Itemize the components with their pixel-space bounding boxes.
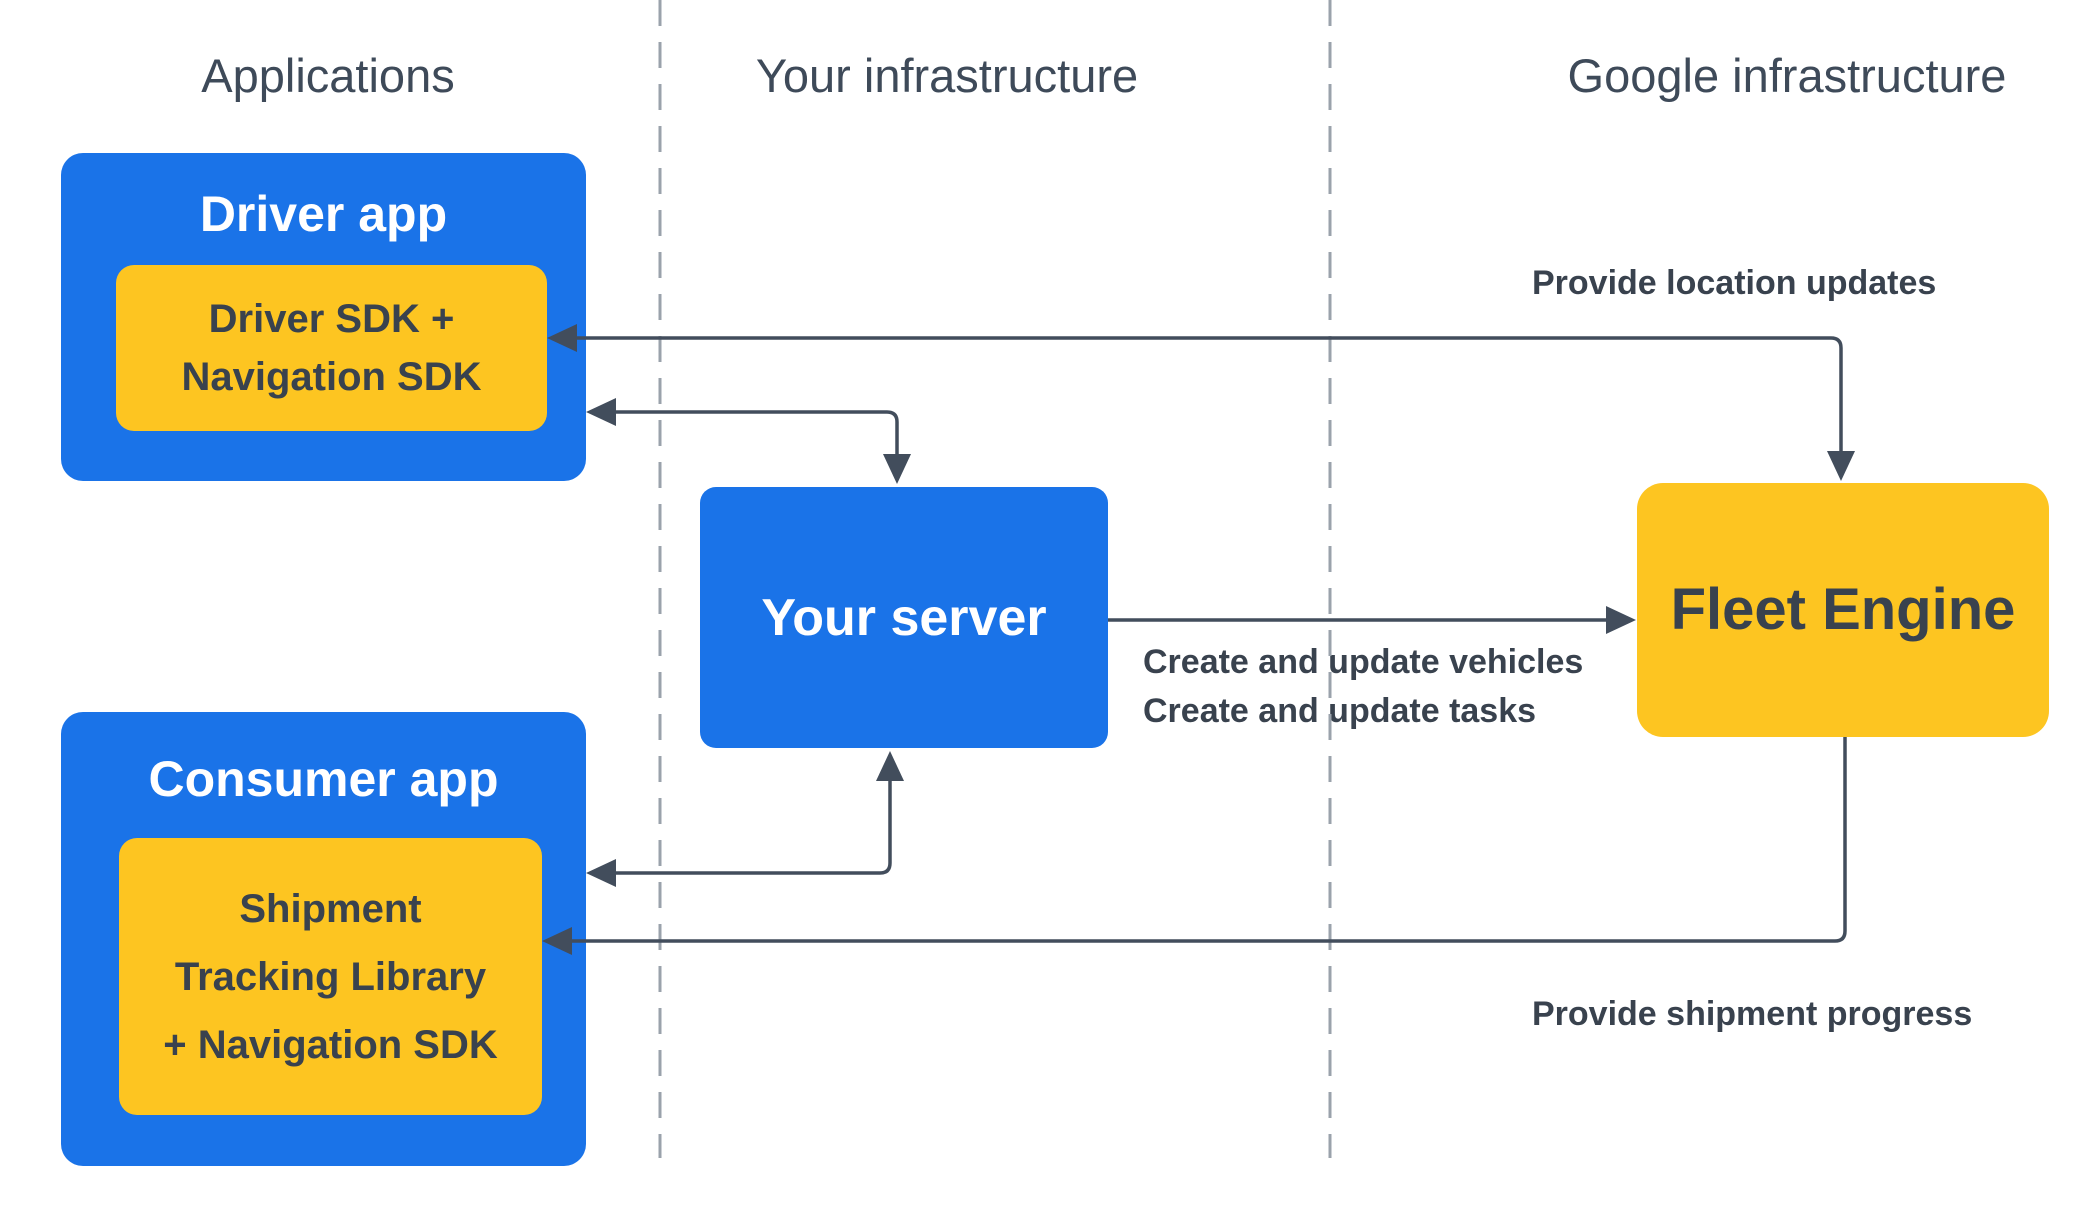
arrowhead-up <box>876 751 904 781</box>
column-heading-applications: Applications <box>201 49 455 102</box>
driver-sdk-line-2: Navigation SDK <box>181 355 482 399</box>
edge-label-create-vehicles: Create and update vehicles <box>1143 643 1584 681</box>
fleet-engine-title: Fleet Engine <box>1670 577 2016 642</box>
arrow-line <box>612 779 892 875</box>
edge-label-provide-location-updates: Provide location updates <box>1532 264 1937 302</box>
driver-sdk-line-1: Driver SDK + <box>208 297 455 341</box>
edge-label-create-tasks: Create and update tasks <box>1143 692 1537 730</box>
arrowhead-left <box>586 859 616 887</box>
shipment-lib-line-2: Tracking Library <box>174 954 487 999</box>
consumer-app-title: Consumer app <box>148 751 499 807</box>
your-server-title: Your server <box>761 588 1047 647</box>
fleet-engine-node: Fleet Engine <box>1637 483 2049 737</box>
column-heading-your-infrastructure: Your infrastructure <box>755 49 1139 102</box>
arrowhead-down <box>1827 451 1855 481</box>
arrow-line <box>612 410 899 456</box>
arrow-driver-app-your-server <box>586 398 911 484</box>
shipment-lib-line-3: + Navigation SDK <box>163 1022 498 1067</box>
arrow-line <box>570 737 1847 943</box>
arrow-driver-sdk-fleet-engine <box>547 324 1855 481</box>
arrow-your-server-fleet-engine <box>1108 606 1636 634</box>
arrowhead-left <box>586 398 616 426</box>
arrowhead-right <box>1606 606 1636 634</box>
shipment-tracking-library-node: Shipment Tracking Library + Navigation S… <box>119 838 542 1115</box>
driver-app-title: Driver app <box>199 186 448 242</box>
edge-label-provide-shipment-progress: Provide shipment progress <box>1532 995 1973 1033</box>
shipment-lib-line-1: Shipment <box>239 886 422 931</box>
edge-label-create-and-update: Create and update vehicles Create and up… <box>1143 638 1583 736</box>
arrowhead-down <box>883 454 911 484</box>
driver-sdk-node: Driver SDK + Navigation SDK <box>116 265 547 431</box>
column-heading-google-infrastructure: Google infrastructure <box>1567 49 2007 102</box>
your-server-node: Your server <box>700 487 1108 748</box>
arrow-line <box>575 336 1843 453</box>
arrow-consumer-app-your-server <box>586 751 904 887</box>
arrow-fleet-engine-shipment-library <box>542 737 1847 955</box>
